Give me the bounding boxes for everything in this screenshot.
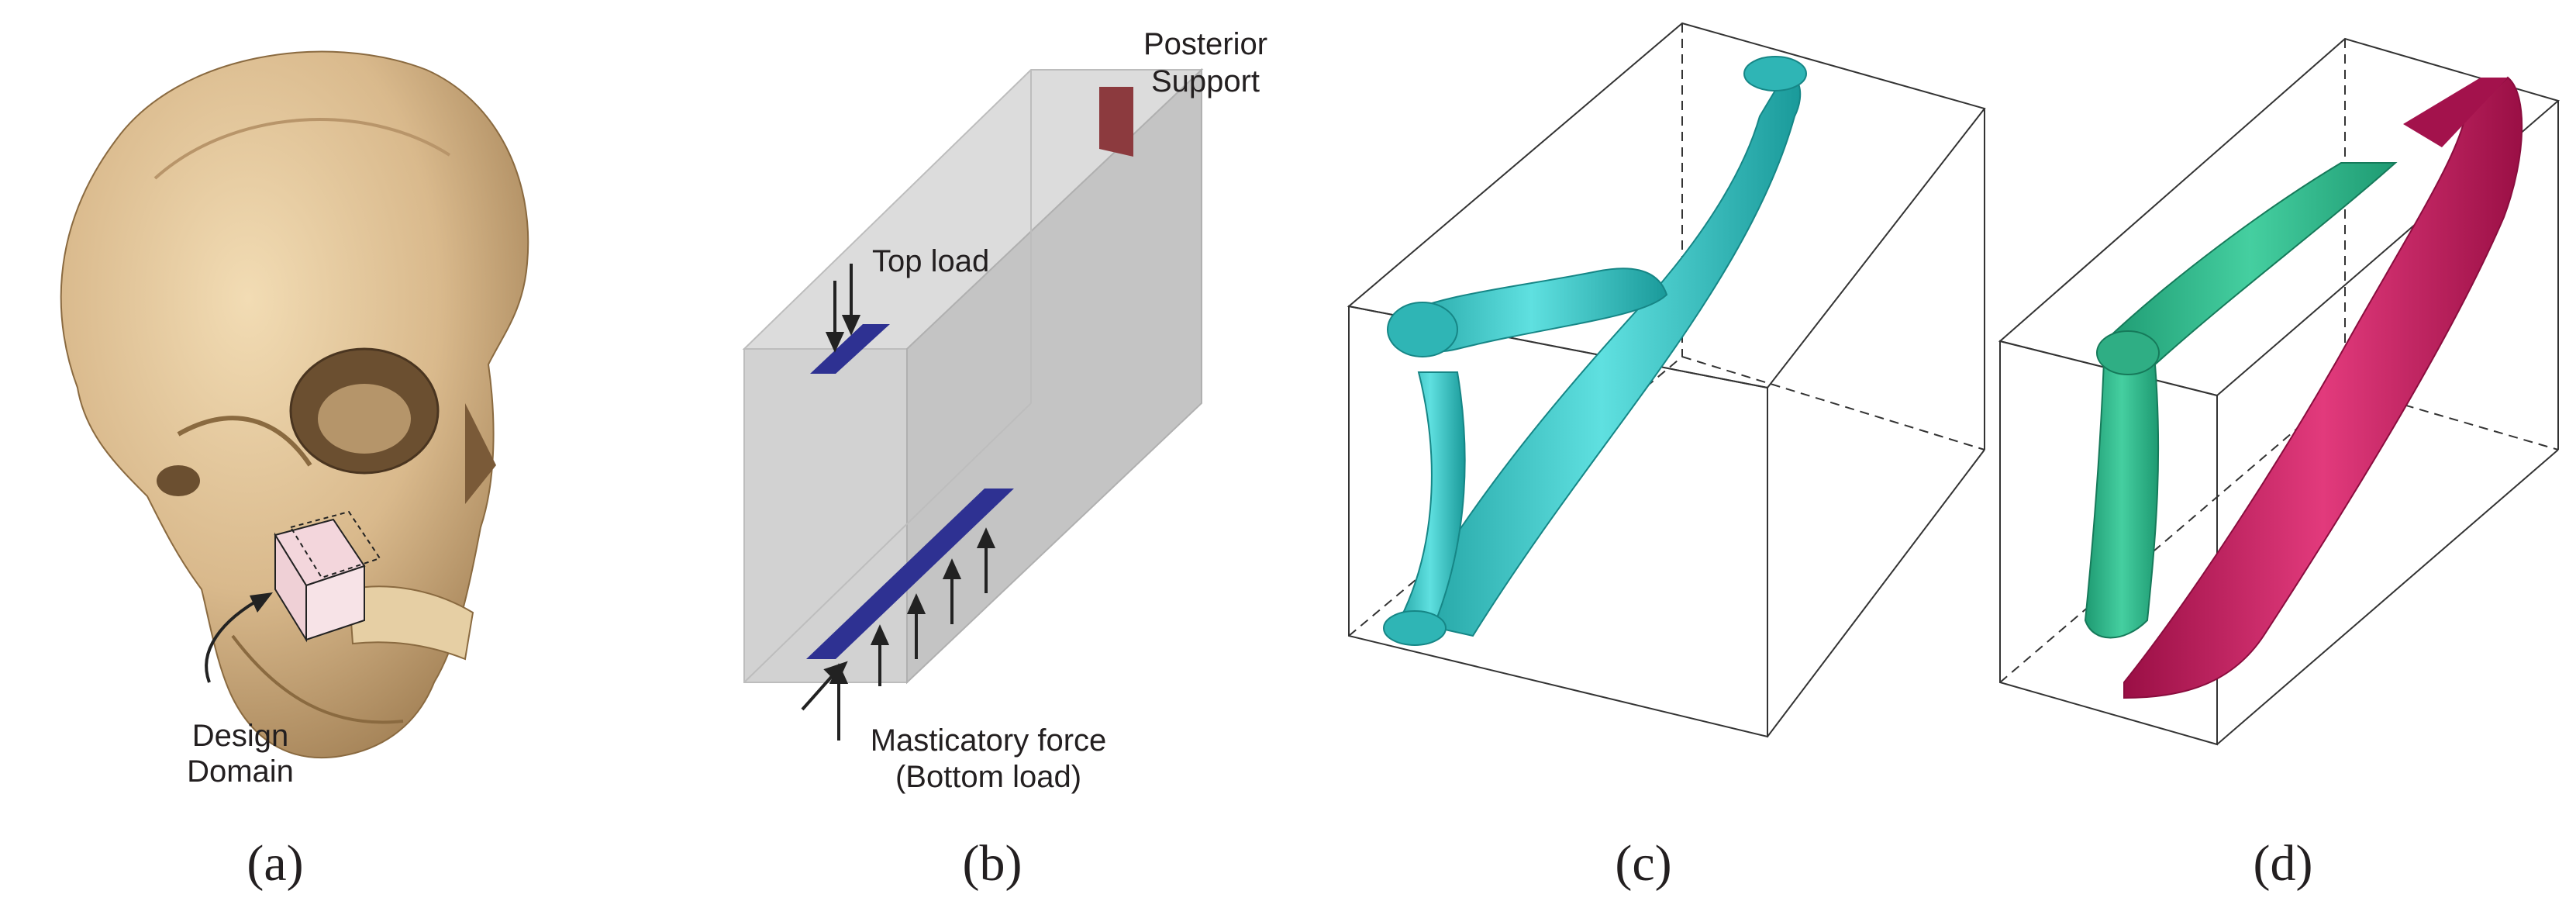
design-domain-arrow [205, 596, 264, 683]
top-load-label: Top load [872, 244, 989, 278]
design-domain-label-line1: Design [192, 719, 289, 753]
panel-d: (d) [1998, 37, 2560, 892]
design-domain-block [742, 67, 1204, 685]
optimized-structure-red [2123, 76, 2523, 699]
design-domain-label-line2: Domain [187, 754, 294, 789]
design-domain-arrowhead [250, 592, 273, 613]
panel-a: Design Domain (a) [60, 50, 529, 892]
top-load-patch [810, 324, 890, 374]
bottom-load-label-line2: (Bottom load) [895, 760, 1081, 794]
panel-d-caption: (d) [2254, 835, 2313, 892]
optimized-structure-teal [1383, 56, 1807, 646]
optimized-structure-green [2084, 162, 2398, 639]
bottom-load-label-line1: Masticatory force [871, 723, 1107, 758]
panel-c-caption: (c) [1615, 835, 1671, 892]
posterior-support-label-line1: Posterior [1143, 27, 1267, 61]
panel-b: Posterior Support Top load Masticatory f… [742, 27, 1267, 892]
skull-illustration [60, 50, 529, 759]
design-domain-box [274, 510, 381, 643]
bottom-load-patch [806, 489, 1014, 659]
panel-b-caption: (b) [963, 835, 1022, 892]
posterior-support-label-line2: Support [1151, 64, 1260, 98]
panel-c: (c) [1347, 22, 1986, 892]
posterior-support-patch [1099, 87, 1133, 157]
panel-a-caption: (a) [247, 835, 303, 892]
top-load-arrows [825, 264, 861, 353]
bottom-load-arrows [801, 527, 996, 741]
